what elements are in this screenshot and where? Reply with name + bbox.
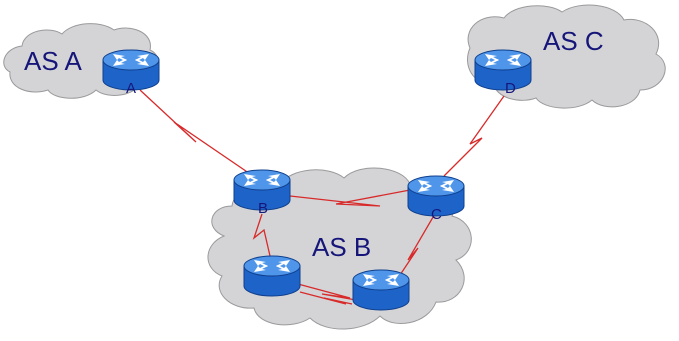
- link-r3-r4-lower: [299, 291, 353, 305]
- as-c-label: AS C: [543, 26, 604, 56]
- link-a-b: [139, 89, 263, 183]
- router-b-label: B: [258, 200, 268, 217]
- link-d-c: [443, 95, 505, 177]
- router-d-label: D: [505, 80, 516, 97]
- router-c-label: C: [431, 206, 442, 223]
- router-d-icon[interactable]: [474, 49, 532, 91]
- router-b-internal-2-icon[interactable]: [352, 269, 410, 311]
- link-b-r3: [252, 213, 271, 257]
- router-a-label: A: [126, 80, 136, 97]
- router-b-internal-1-icon[interactable]: [243, 255, 301, 297]
- as-a-label: AS A: [24, 46, 82, 76]
- link-r3-r4: [297, 283, 357, 301]
- as-b-label: AS B: [312, 232, 371, 262]
- link-c-r4: [397, 211, 437, 279]
- link-b-c: [289, 189, 411, 207]
